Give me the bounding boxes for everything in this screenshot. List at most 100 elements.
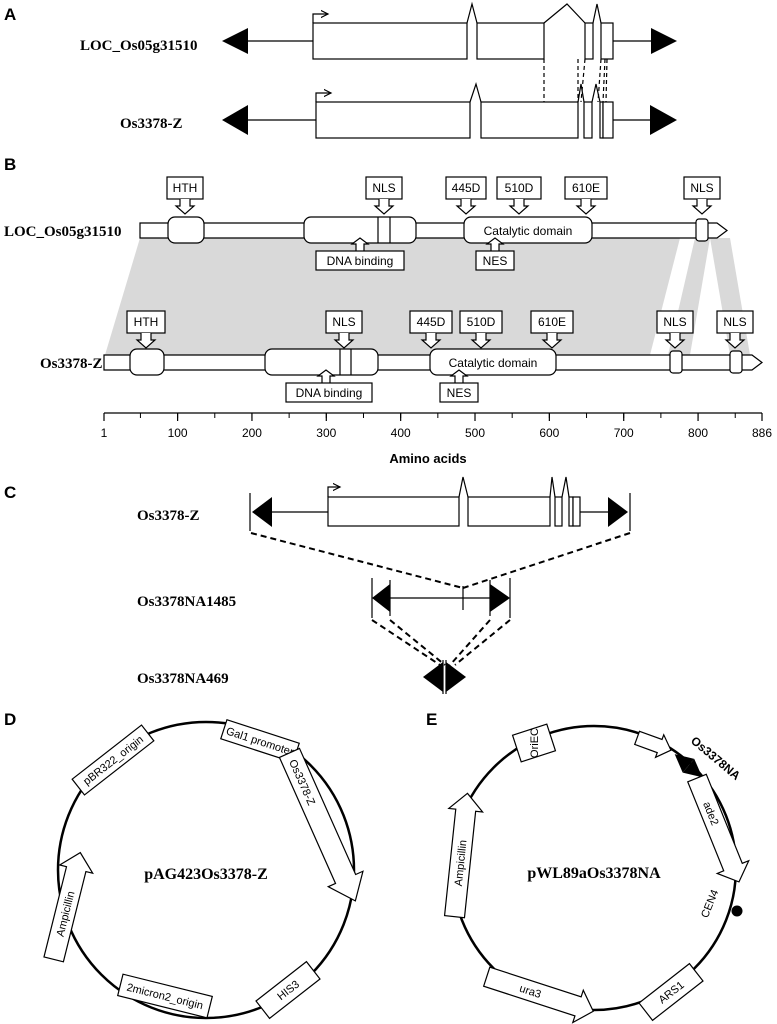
feature-os3378na [674, 754, 703, 778]
protein2-label: Os3378-Z [40, 356, 103, 372]
svg-text:510D: 510D [467, 315, 496, 329]
catalytic-domain [463, 216, 593, 244]
axis-tick-label: 400 [391, 426, 411, 440]
tss-arrow-icon [315, 93, 331, 102]
callout-510d: 510D [459, 310, 503, 349]
feature-his3: HIS3 [255, 960, 321, 1020]
hth-domain [129, 348, 165, 376]
panel-b: B LOC_Os05g31510 Catalytic domain HTH [4, 155, 772, 466]
axis-tick-label: 300 [316, 426, 336, 440]
svg-text:610E: 610E [572, 181, 600, 195]
svg-text:pBR322_origin: pBR322_origin [81, 734, 146, 788]
callout-dna-binding: DNA binding [285, 369, 373, 403]
callout-610e: 610E [564, 176, 608, 215]
svg-text:OriEC: OriEC [529, 728, 541, 758]
panel-c-letter: C [4, 483, 16, 502]
callout-nls-c: NLS [683, 176, 721, 215]
svg-text:445D: 445D [452, 181, 481, 195]
left-utr-triangle-icon [252, 497, 272, 527]
callout-nls: NLS [325, 310, 363, 349]
feature-ampicillin-arrow: Ampicillin [43, 851, 94, 963]
protein-os3378z: Os3378-Z Catalytic domain HTH NLS [40, 310, 763, 403]
axis-label: Amino acids [389, 451, 466, 466]
catalytic-label: Catalytic domain [484, 224, 573, 238]
callout-nls-c2: NLS [716, 310, 754, 349]
svg-text:HTH: HTH [173, 181, 198, 195]
svg-text:NLS: NLS [663, 315, 686, 329]
gene1-label: LOC_Os05g31510 [80, 38, 198, 54]
svg-text:DNA binding: DNA binding [296, 386, 363, 400]
axis-tick-label: 700 [614, 426, 634, 440]
gene-model-os3378z: Os3378-Z [120, 81, 677, 139]
feature-ura3-arrow: ura3 [482, 966, 595, 1024]
callout-445d: 445D [409, 310, 453, 349]
left-utr-triangle-icon [222, 28, 248, 54]
nls-domain [695, 218, 709, 242]
catalytic-label: Catalytic domain [449, 356, 538, 370]
nls-domain [669, 350, 683, 374]
svg-text:NLS: NLS [690, 181, 713, 195]
axis-tick-label: 1 [101, 426, 108, 440]
catalytic-domain [429, 348, 557, 376]
plasmid-name: pWL89aOs3378NA [527, 865, 661, 882]
svg-text:NES: NES [447, 386, 472, 400]
svg-text:610E: 610E [538, 315, 566, 329]
construct1-label: Os3378-Z [137, 508, 200, 524]
svg-text:DNA binding: DNA binding [327, 254, 394, 268]
construct-os3378na469 [423, 660, 466, 694]
callout-nls-c1: NLS [656, 310, 694, 349]
callout-dna-binding: DNA binding [315, 237, 405, 271]
feature-ars1: ARS1 [638, 962, 704, 1022]
svg-text:HTH: HTH [134, 315, 159, 329]
panel-e-letter: E [426, 710, 437, 729]
hairpin-triangle-icon [682, 758, 703, 778]
nls-domain [729, 350, 743, 374]
exon-connectors [543, 58, 608, 103]
right-utr-triangle-icon [608, 497, 628, 527]
tss-arrow-icon [327, 487, 340, 497]
plasmid-name: pAG423Os3378-Z [144, 866, 268, 883]
callout-hth: HTH [166, 176, 204, 215]
axis-tick-label: 886 [752, 426, 772, 440]
callout-510d: 510D [496, 176, 542, 215]
cen4-dot [731, 905, 743, 917]
panel-c: C Os3378-Z Os3378NA1485 [4, 476, 631, 694]
construct-os3378na1485 [371, 578, 511, 618]
protein1-label: LOC_Os05g31510 [4, 224, 122, 240]
dna-binding-domain [264, 348, 379, 376]
feature-ampicillin-arrow: Ampicillin [443, 792, 484, 919]
callout-nes: NES [475, 237, 515, 271]
right-utr-triangle-icon [650, 105, 677, 135]
construct-os3378z [249, 476, 631, 531]
callout-445d: 445D [445, 176, 487, 215]
callout-610e: 610E [530, 310, 574, 349]
panel-e: E pWL89aOs3378NA OriEC Os3378NA ade2 Amp… [426, 710, 750, 1024]
axis-tick-label: 600 [539, 426, 559, 440]
callout-hth: HTH [126, 310, 166, 349]
axis-tick-label: 800 [688, 426, 708, 440]
panel-b-letter: B [4, 155, 16, 174]
left-utr-triangle-icon [222, 105, 248, 135]
hairpin-triangle-icon [674, 754, 695, 773]
feature-oriec: OriEC [511, 723, 557, 763]
svg-text:NLS: NLS [723, 315, 746, 329]
construct2-label: Os3378NA1485 [137, 594, 236, 610]
hth-domain [167, 216, 205, 244]
feature-ade2-arrow: ade2 [686, 773, 750, 883]
feature-os3378z-arrow: Os3378-Z [278, 747, 364, 902]
panel-d: D pAG423Os3378-Z pBR322_origin Gal1 prom… [4, 710, 364, 1020]
callout-nes: NES [439, 369, 479, 403]
panel-d-letter: D [4, 710, 16, 729]
svg-text:510D: 510D [505, 181, 534, 195]
feature-promoter-arrow [633, 730, 672, 759]
gene2-label: Os3378-Z [120, 116, 183, 132]
axis-tick-label: 200 [242, 426, 262, 440]
svg-text:445D: 445D [417, 315, 446, 329]
tss-arrow-icon [312, 14, 328, 23]
label-cen4: CEN4 [699, 888, 721, 920]
protein-loc: LOC_Os05g31510 Catalytic domain HTH NLS [4, 176, 728, 271]
axis-tick-label: 100 [168, 426, 188, 440]
feature-pbr322: pBR322_origin [71, 724, 155, 796]
panel-a: A LOC_Os05g31510 Os [4, 1, 677, 139]
